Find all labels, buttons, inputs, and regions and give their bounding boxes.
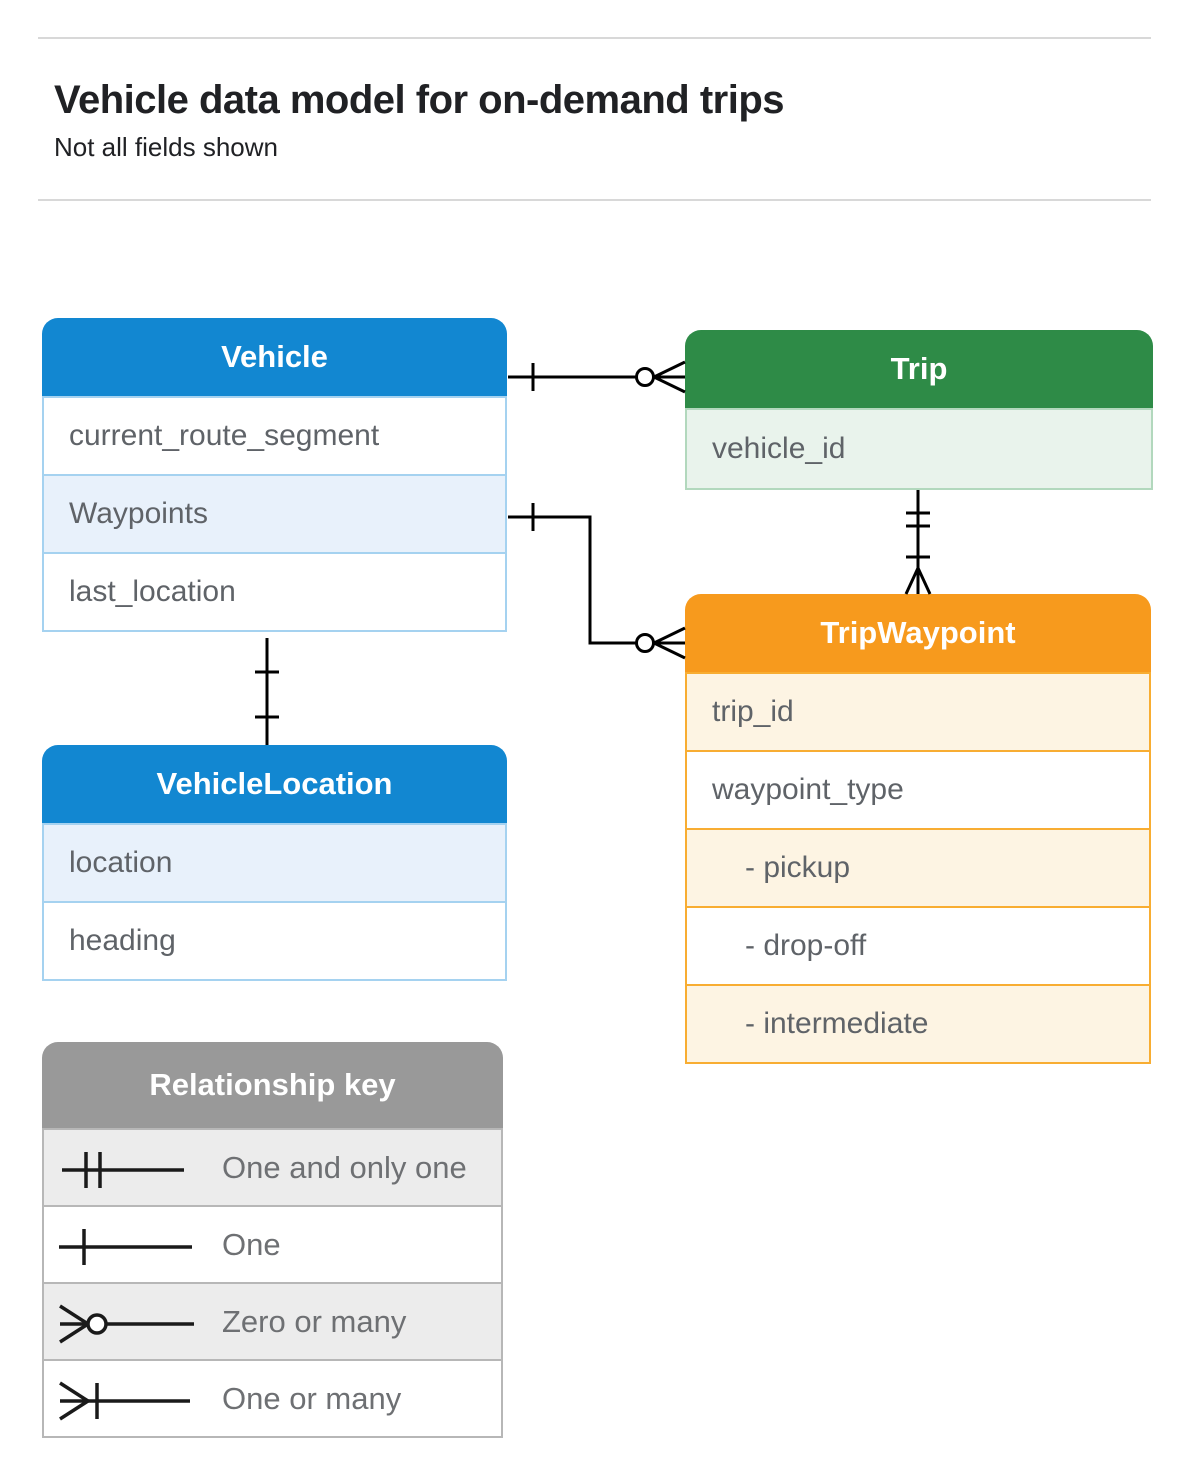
legend-row-one-or-many: One or many	[42, 1359, 503, 1438]
entity-trip-waypoint-header: TripWaypoint	[685, 594, 1151, 672]
field-row-heading: heading	[42, 901, 507, 981]
field-label: last_location	[69, 575, 236, 608]
field-row-pickup: - pickup	[685, 828, 1151, 908]
legend-label: One or many	[222, 1380, 402, 1416]
relationship-key-title: Relationship key	[149, 1067, 396, 1102]
entity-vehicle-location-title: VehicleLocation	[156, 766, 393, 801]
connector-vehicle-trip	[508, 360, 686, 394]
entity-vehicle-header: Vehicle	[42, 318, 507, 396]
field-row-waypoint-type: waypoint_type	[685, 750, 1151, 830]
legend-label: Zero or many	[222, 1303, 407, 1339]
entity-vehicle: Vehicle current_route_segment Waypoints …	[42, 318, 507, 632]
page-subtitle: Not all fields shown	[54, 132, 278, 162]
entity-vehicle-location-header: VehicleLocation	[42, 745, 507, 823]
zero-or-many-symbol-icon	[59, 1304, 194, 1344]
entity-trip: Trip vehicle_id	[685, 330, 1153, 490]
field-row-current-route-segment: current_route_segment	[42, 396, 507, 476]
field-label: waypoint_type	[712, 773, 904, 806]
field-label: - intermediate	[745, 1007, 929, 1040]
field-row-waypoints: Waypoints	[42, 474, 507, 554]
field-label: Waypoints	[69, 497, 208, 530]
field-row-location: location	[42, 823, 507, 903]
legend-row-zero-or-many: Zero or many	[42, 1282, 503, 1361]
field-label: heading	[69, 924, 176, 957]
field-label: current_route_segment	[69, 419, 380, 452]
field-label: - drop-off	[745, 929, 867, 962]
entity-trip-waypoint-title: TripWaypoint	[820, 615, 1016, 650]
relationship-key-header: Relationship key	[42, 1042, 503, 1128]
connector-vehicle-vehiclelocation	[255, 638, 279, 745]
entity-vehicle-location: VehicleLocation location heading	[42, 745, 507, 981]
page-title: Vehicle data model for on-demand trips	[54, 78, 785, 122]
entity-trip-waypoint: TripWaypoint trip_id waypoint_type - pic…	[685, 594, 1151, 1064]
field-row-vehicle-id: vehicle_id	[685, 408, 1153, 490]
legend-label: One	[222, 1226, 281, 1262]
field-row-last-location: last_location	[42, 552, 507, 632]
relationship-key: Relationship key One and only one One	[42, 1042, 503, 1438]
entity-vehicle-title: Vehicle	[221, 339, 328, 374]
field-row-intermediate: - intermediate	[685, 984, 1151, 1064]
field-label: vehicle_id	[712, 432, 846, 465]
legend-label: One and only one	[222, 1149, 467, 1185]
one-symbol-icon	[59, 1229, 192, 1265]
entity-trip-title: Trip	[890, 351, 948, 386]
one-and-only-one-symbol-icon	[62, 1152, 184, 1188]
entity-trip-header: Trip	[685, 330, 1153, 408]
field-row-drop-off: - drop-off	[685, 906, 1151, 986]
connector-trip-tripwaypoint	[904, 490, 932, 595]
connector-waypoints-tripwaypoint	[508, 503, 686, 660]
legend-row-one-and-only-one: One and only one	[42, 1128, 503, 1207]
field-label: trip_id	[712, 695, 794, 728]
legend-row-one: One	[42, 1205, 503, 1284]
header-bottom-divider	[38, 199, 1151, 201]
field-row-trip-id: trip_id	[685, 672, 1151, 752]
one-or-many-symbol-icon	[59, 1381, 190, 1421]
field-label: location	[69, 846, 173, 879]
field-label: - pickup	[745, 851, 851, 884]
top-divider	[38, 37, 1151, 39]
